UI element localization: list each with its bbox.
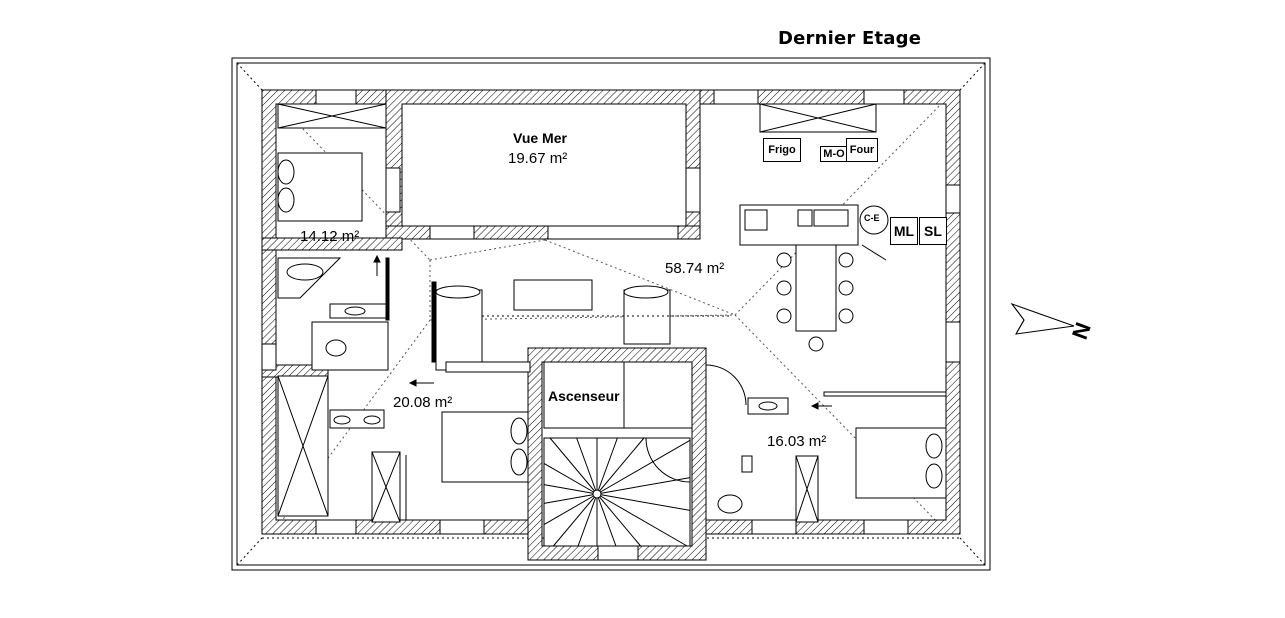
bedroom3-area: 16.03 m² — [767, 433, 827, 450]
stair-step — [596, 477, 691, 495]
stair-step — [576, 437, 598, 495]
washing-machine-label: ML — [890, 217, 918, 245]
door-arrows — [373, 254, 832, 410]
stair-step — [596, 493, 688, 547]
stair-newel — [592, 489, 602, 499]
stair-step — [596, 493, 691, 511]
bedroom2-furniture — [277, 375, 529, 523]
stair-step — [543, 493, 598, 504]
vue-mer-label: Vue Mer — [513, 130, 567, 146]
living-furniture — [431, 279, 730, 373]
stair-step — [596, 439, 691, 495]
oven-label: Four — [846, 138, 878, 162]
vue-mer-area: 19.67 m² — [508, 150, 568, 167]
stair-step — [552, 493, 598, 547]
vue-mer-room — [401, 103, 687, 227]
stair-step — [543, 484, 598, 495]
stair-step — [596, 437, 645, 495]
stair-step — [596, 437, 618, 495]
kitchen-furniture — [739, 103, 889, 352]
stair-step — [543, 493, 598, 526]
compass-icon — [1010, 302, 1075, 335]
stair-step — [596, 493, 617, 547]
windows — [261, 89, 961, 561]
stair-step — [549, 437, 598, 495]
staircase — [543, 437, 691, 547]
living-area: 58.74 m² — [665, 260, 725, 277]
elevator-box — [543, 361, 625, 429]
elevator-label: Ascenseur — [548, 388, 620, 404]
bedroom3-furniture — [705, 364, 947, 523]
microwave-label: M-O — [820, 146, 848, 162]
stair-step — [596, 493, 642, 547]
bedroom1-area: 14.12 m² — [300, 228, 360, 245]
bedroom1-furniture — [277, 103, 390, 371]
fridge-label: Frigo — [763, 138, 801, 162]
page-title: Dernier Etage — [778, 28, 922, 49]
dishwasher-label: SL — [919, 217, 947, 245]
stair-step — [577, 493, 598, 547]
stair-step — [543, 462, 598, 495]
bedroom2-area: 20.08 m² — [393, 394, 453, 411]
water-heater-label: C-E — [864, 213, 880, 223]
